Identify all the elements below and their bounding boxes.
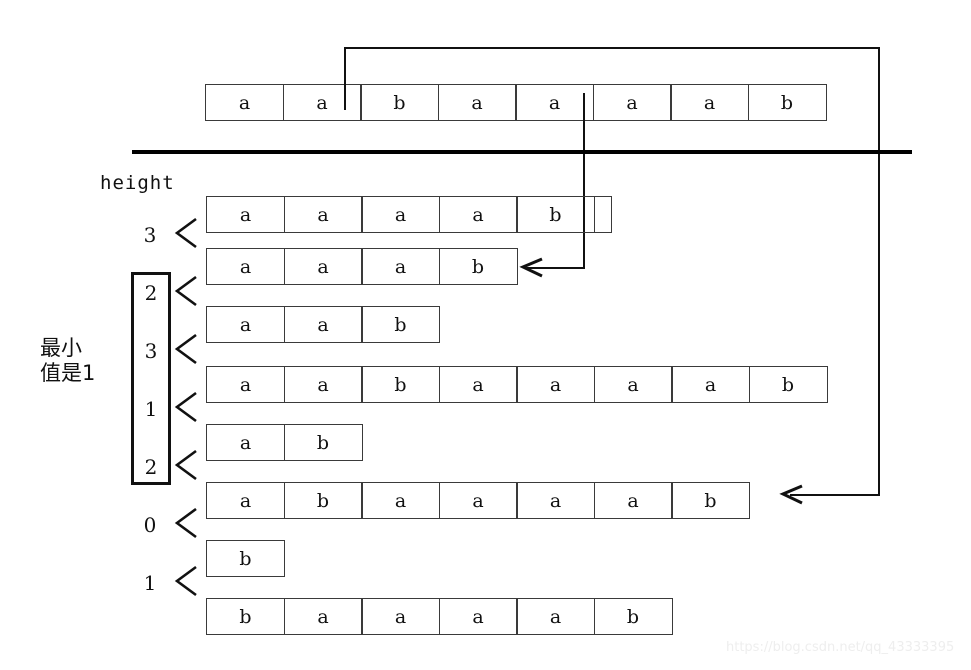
height-chevron-icon <box>174 449 197 481</box>
height-column-title: height <box>100 172 175 194</box>
char-cell: b <box>747 84 827 121</box>
char-cell: a <box>206 424 285 461</box>
height-value: 3 <box>143 223 157 247</box>
char-cell: a <box>361 248 440 285</box>
pointer1-horizontal-top <box>344 47 880 49</box>
pointer1-arrowhead-icon <box>779 484 803 505</box>
pointer1-vertical-down <box>878 47 880 496</box>
height-chevron-icon <box>174 507 197 539</box>
char-cell: b <box>361 366 440 403</box>
height-value: 1 <box>143 571 157 595</box>
char-cell: b <box>748 366 828 403</box>
pointer2-horizontal <box>527 267 585 269</box>
char-cell: a <box>437 84 517 121</box>
char-cell: a <box>283 196 363 233</box>
char-cell: b <box>283 424 363 461</box>
char-cell: a <box>361 196 440 233</box>
height-value: 1 <box>144 397 158 421</box>
separator-rule <box>132 150 912 154</box>
char-cell: a <box>282 84 362 121</box>
pointer2-arrowhead-icon <box>519 257 543 278</box>
char-cell: b <box>361 306 440 343</box>
pointer1-horizontal-bottom <box>790 494 880 496</box>
char-cell: a <box>205 84 284 121</box>
height-value: 0 <box>143 513 157 537</box>
char-cell: a <box>593 366 673 403</box>
height-value: 3 <box>144 339 158 363</box>
char-cell: a <box>361 482 440 519</box>
char-cell: a <box>592 84 672 121</box>
height-chevron-icon <box>174 217 197 249</box>
height-value: 2 <box>144 455 158 479</box>
char-cell: a <box>516 482 595 519</box>
char-cell: a <box>206 196 285 233</box>
char-cell: a <box>516 366 595 403</box>
height-chevron-icon <box>174 391 197 423</box>
char-cell: b <box>438 248 518 285</box>
char-cell: a <box>361 598 440 635</box>
pointer1-vertical-up <box>344 47 346 110</box>
char-cell: a <box>283 248 363 285</box>
char-cell: a <box>283 366 363 403</box>
min-value-annotation: 最小 值是1 <box>40 336 96 385</box>
min-range-highlight-box <box>131 272 171 485</box>
char-cell: a <box>671 366 750 403</box>
char-cell: a <box>283 306 363 343</box>
char-cell: b <box>283 482 363 519</box>
pointer2-vertical <box>583 93 585 269</box>
char-cell: b <box>206 598 285 635</box>
suffix-row: b <box>206 540 285 577</box>
char-cell: a <box>206 482 285 519</box>
char-cell: a <box>515 84 594 121</box>
height-chevron-icon <box>174 333 197 365</box>
char-cell: a <box>206 366 285 403</box>
height-value: 2 <box>144 281 158 305</box>
char-cell: b <box>360 84 439 121</box>
char-cell: a <box>283 598 363 635</box>
char-cell: a <box>206 248 285 285</box>
char-cell: a <box>438 366 518 403</box>
char-cell: a <box>670 84 749 121</box>
char-cell: a <box>206 306 285 343</box>
height-chevron-icon <box>174 565 197 597</box>
char-cell: a <box>438 598 518 635</box>
char-cell: b <box>671 482 750 519</box>
char-cell: b <box>206 540 285 577</box>
watermark-text: https://blog.csdn.net/qq_43333395 <box>726 640 955 655</box>
char-cell: b <box>516 196 595 233</box>
height-chevron-icon <box>174 275 197 307</box>
char-cell: a <box>516 598 595 635</box>
char-cell: a <box>438 196 518 233</box>
char-cell-empty <box>593 196 612 233</box>
char-cell: a <box>593 482 673 519</box>
char-cell: a <box>438 482 518 519</box>
char-cell: b <box>593 598 673 635</box>
